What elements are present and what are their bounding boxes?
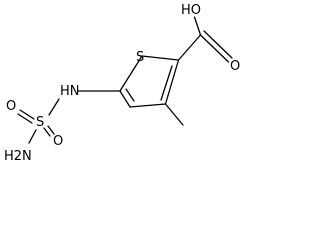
bond-c2-c3 [164, 59, 180, 105]
bond-ring-c2-carboxyl [177, 34, 202, 61]
atom-label-nh: HN [60, 84, 80, 99]
bond-c-o-double-2 [203, 30, 233, 59]
bond-c-oh [193, 16, 202, 36]
atom-label-sulfonyl-o-bottom: O [53, 134, 63, 149]
bond-s-o-bottom-2 [47, 125, 55, 135]
bond-s-o-left-2 [17, 113, 33, 124]
bond-s-nh2 [28, 129, 37, 144]
bond-c3-methyl [164, 103, 184, 126]
bond-c3-c4 [129, 103, 167, 108]
bonds [17, 16, 233, 144]
atom-label-carbonyl-o: O [230, 59, 240, 74]
atom-label-oh: HO [181, 3, 201, 18]
structure-diagram: HO O S HN S O O H2N [4, 3, 240, 164]
atom-label-ring-s: S [136, 50, 144, 65]
atom-label-nh2: H2N [4, 149, 32, 164]
bond-s-o-bottom-1 [43, 127, 51, 137]
atom-label-sulfonyl-s: S [36, 115, 44, 130]
bond-c-o-double-1 [199, 34, 230, 63]
atom-label-sulfonyl-o-left: O [6, 99, 16, 114]
bond-s-o-left-1 [19, 109, 35, 120]
bond-c4-c5-inner [125, 88, 135, 102]
atom-labels: HO O S HN S O O H2N [4, 3, 240, 164]
bond-c2-c3-inner [160, 65, 173, 101]
bond-s1-c5 [119, 55, 143, 92]
bond-nh-s [48, 98, 60, 116]
bond-s1-c2 [141, 55, 180, 61]
bond-c4-c5 [119, 90, 131, 108]
